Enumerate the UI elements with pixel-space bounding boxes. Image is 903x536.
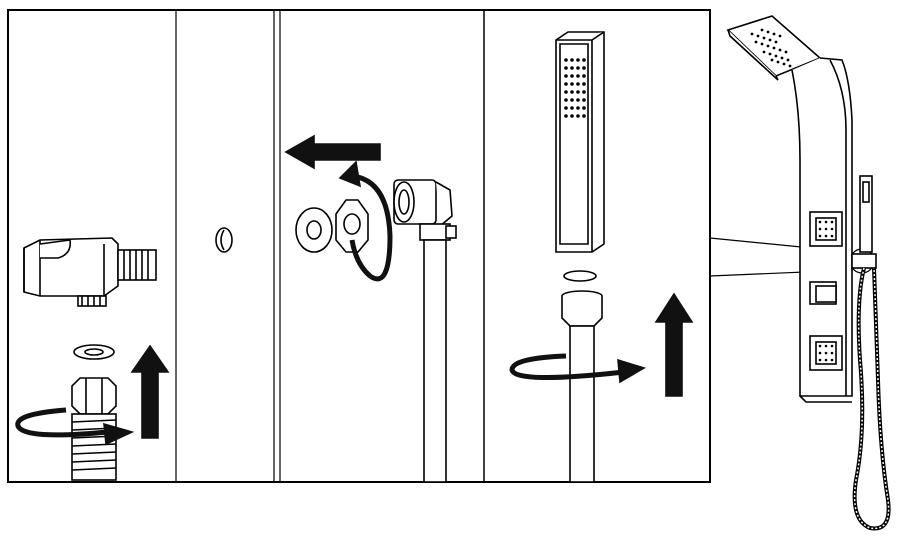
hex-nut-icon bbox=[335, 199, 369, 253]
hex-nut-icon bbox=[71, 377, 117, 415]
instruction-frame bbox=[7, 9, 711, 483]
step-3-panel bbox=[284, 134, 457, 483]
elbow-outlet-icon bbox=[393, 179, 457, 241]
body-jet-icon bbox=[809, 211, 843, 247]
washer-icon bbox=[563, 270, 597, 282]
spray-holes bbox=[564, 58, 586, 118]
push-up-arrow-icon bbox=[654, 292, 694, 397]
step-2-panel bbox=[215, 227, 233, 253]
hose-connector-icon bbox=[561, 290, 603, 327]
rotate-arrow-icon bbox=[15, 407, 109, 438]
wall-hole-icon bbox=[215, 227, 233, 253]
hand-shower-icon bbox=[555, 31, 605, 253]
threaded-hose-end-icon bbox=[71, 413, 117, 481]
step-1-panel bbox=[15, 237, 170, 481]
step-4-panel bbox=[509, 31, 694, 483]
push-up-arrow-icon bbox=[130, 344, 170, 439]
hose-icon bbox=[423, 239, 447, 483]
hose-icon bbox=[569, 325, 595, 483]
rotate-arrow-icon bbox=[349, 173, 393, 282]
washer-icon bbox=[295, 207, 333, 253]
body-jet-icon bbox=[809, 335, 843, 371]
shower-panel-icon bbox=[726, 15, 891, 531]
holder-bracket-icon bbox=[23, 237, 157, 307]
control-knob-icon bbox=[809, 281, 837, 305]
hand-shower-icon bbox=[851, 175, 877, 269]
push-left-arrow-icon bbox=[284, 134, 381, 170]
rain-head-icon bbox=[726, 15, 822, 81]
rotate-arrow-icon bbox=[509, 353, 625, 381]
hose-icon bbox=[852, 267, 891, 531]
